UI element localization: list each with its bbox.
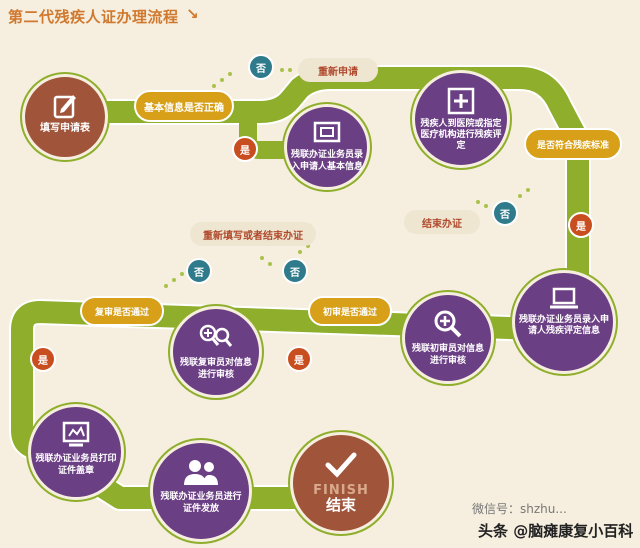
pencil-form-icon [53,95,76,119]
decision-basic-info-correct: 基本信息是否正确 [134,90,234,122]
medical-cross-icon [447,87,475,115]
monitor-edit-icon [313,121,341,143]
step-label: 残联办证业务员录入申请人基本信息 [291,150,364,172]
node-reapply: 重新申请 [298,58,378,82]
step-label: 残联初审员对信息进行审核 [411,344,484,366]
step-first-review: 残联初审员对信息进行审核 [402,292,494,384]
step-label: 残联办证业务员录入申请人残疾评定信息 [519,315,610,336]
watermark-wechat: 微信号：shzhu... [472,502,567,516]
step-enter-basic-info: 残联办证业务员录入申请人基本信息 [284,104,370,190]
step-hospital-evaluation: 残疾人到医院或指定医疗机构进行残疾评定 [412,70,510,168]
decision-first-pass: 初审是否通过 [308,296,392,326]
users-icon [184,460,218,485]
step-second-review: 残联复审员对信息进行审核 [170,306,262,398]
node-end-process: 结束办证 [404,210,480,234]
decision-meets-standard: 是否符合残疾标准 [524,128,622,160]
watermark-toutiao: 头条 @脑瘫康复小百科 [478,522,634,540]
step-label: 残联办证业务员进行证件发放 [160,492,242,514]
magnifier-plus-icon [434,310,462,338]
step-print-stamp: 残联办证业务员打印证件盖章 [28,404,124,500]
badge-yes: 是 [232,136,258,162]
badge-yes: 是 [286,346,312,372]
step-label: 残疾人到医院或指定医疗机构进行残疾评定 [420,119,502,151]
step-label: 残联办证业务员打印证件盖章 [35,454,117,476]
decision-second-pass: 复审是否通过 [80,296,164,326]
step-label: 残联复审员对信息进行审核 [179,358,252,380]
badge-no: 否 [282,258,308,284]
badge-yes: 是 [568,212,594,238]
step-fill-application: 填写申请表 [22,74,108,160]
finish-en-label: FINISH [313,483,369,498]
certificate-icon [62,421,90,447]
page-title: 第二代残疾人证办理流程 [8,8,179,26]
finish-cn-label: 结束 [325,496,356,514]
badge-no: 否 [248,54,274,80]
node-refill-or-end: 重新填写或者结束办证 [190,222,316,246]
badge-yes: 是 [30,346,56,372]
step-enter-evaluation-info: 残联办证业务员录入申请人残疾评定信息 [512,270,616,374]
title-arrow-icon: ↘ [186,5,199,23]
double-magnifier-icon [199,324,233,347]
step-finish: FINISH 结束 [290,432,392,534]
laptop-icon [550,287,578,309]
checkmark-icon [325,452,357,478]
step-label: 填写申请表 [40,123,90,134]
step-issue-certificate: 残联办证业务员进行证件发放 [150,440,252,542]
badge-no: 否 [186,258,212,284]
badge-no: 否 [492,200,518,226]
